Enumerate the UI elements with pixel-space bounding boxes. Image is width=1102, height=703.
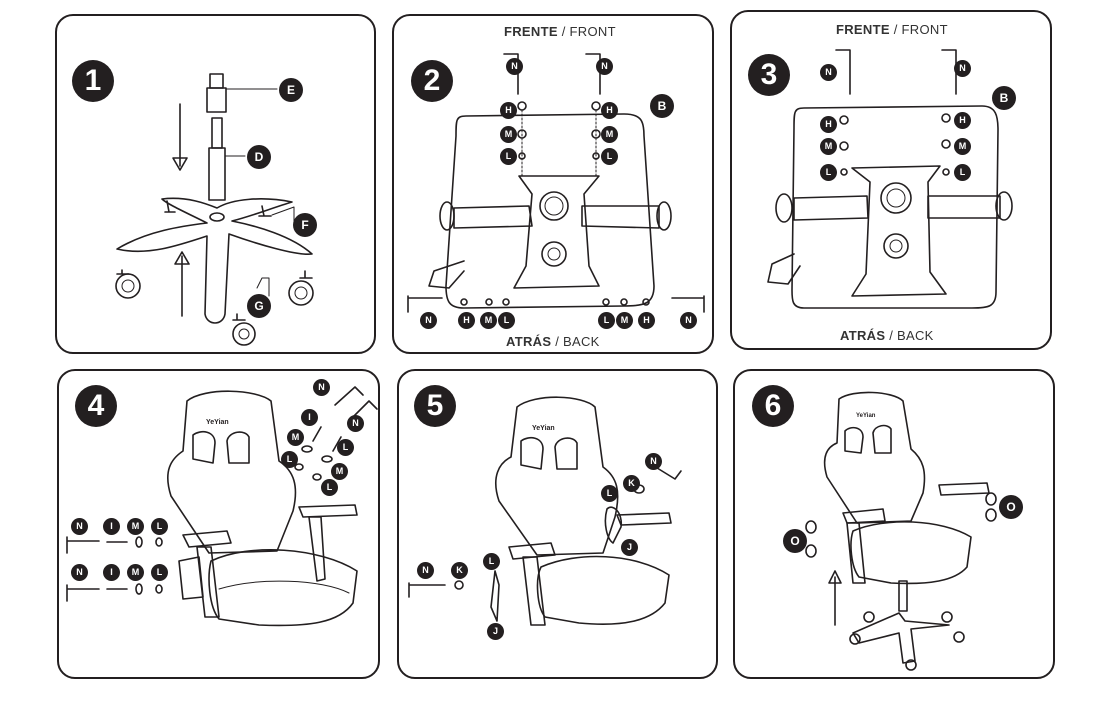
caption-front: FRENTE / FRONT — [504, 24, 616, 39]
seat-mechanism-front-illustration — [407, 53, 705, 313]
part-label-d: D — [247, 145, 271, 169]
panel-step-1: 1 E D F G — [55, 14, 376, 354]
panel-step-3: 3 FRENTE / FRONT ATRÁS / BACK N N B H H … — [730, 10, 1052, 350]
part-label-l: L — [337, 439, 354, 456]
part-label-l: L — [820, 164, 837, 181]
backrest-attachment-illustration — [66, 386, 378, 627]
part-label-l: L — [954, 164, 971, 181]
part-label-n: N — [420, 312, 437, 329]
caption-back: ATRÁS / BACK — [840, 328, 934, 343]
part-label-l: L — [598, 312, 615, 329]
part-label-h: H — [601, 102, 618, 119]
part-label-h: H — [820, 116, 837, 133]
part-label-n: N — [820, 64, 837, 81]
part-label-n: N — [680, 312, 697, 329]
brand-logo: YeYian — [532, 425, 555, 432]
part-label-n: N — [596, 58, 613, 75]
part-label-h: H — [638, 312, 655, 329]
part-label-n: N — [645, 453, 662, 470]
brand-logo: YeYian — [856, 413, 876, 419]
panel-step-2: 2 FRENTE / FRONT ATRÁS / BACK N N B — [392, 14, 714, 354]
part-label-l: L — [321, 479, 338, 496]
part-label-e: E — [279, 78, 303, 102]
part-label-l: L — [498, 312, 515, 329]
final-assembly-illustration — [805, 391, 997, 671]
base-assembly-illustration — [115, 73, 314, 346]
part-label-n: N — [71, 564, 88, 581]
part-label-n: N — [506, 58, 523, 75]
caption-front: FRENTE / FRONT — [836, 22, 948, 37]
part-label-i: I — [301, 409, 318, 426]
part-label-m: M — [127, 518, 144, 535]
part-label-l: L — [151, 518, 168, 535]
step-number-4: 4 — [75, 385, 117, 427]
part-label-n: N — [71, 518, 88, 535]
part-label-m: M — [287, 429, 304, 446]
part-label-n: N — [347, 415, 364, 432]
part-label-b: B — [992, 86, 1016, 110]
part-label-l: L — [151, 564, 168, 581]
brand-logo: YeYian — [206, 419, 229, 426]
part-label-j: J — [487, 623, 504, 640]
part-label-f: F — [293, 213, 317, 237]
part-label-m: M — [954, 138, 971, 155]
part-label-n: N — [313, 379, 330, 396]
step-number-6: 6 — [752, 385, 794, 427]
part-label-h: H — [458, 312, 475, 329]
part-label-n: N — [954, 60, 971, 77]
panel-step-5: 5 N K L J N K L J YeYian — [397, 369, 718, 679]
part-label-b: B — [650, 94, 674, 118]
part-label-k: K — [451, 562, 468, 579]
part-label-o: O — [783, 529, 807, 553]
armrest-lever-illustration — [408, 396, 682, 626]
step-number-2: 2 — [411, 60, 453, 102]
step-number-1: 1 — [72, 60, 114, 102]
panel-step-6: 6 O O YeYian — [733, 369, 1055, 679]
part-label-h: H — [500, 102, 517, 119]
part-label-l: L — [500, 148, 517, 165]
part-label-o: O — [999, 495, 1023, 519]
part-label-l: L — [281, 451, 298, 468]
part-label-m: M — [820, 138, 837, 155]
part-label-i: I — [103, 518, 120, 535]
caption-back: ATRÁS / BACK — [506, 334, 600, 349]
part-label-m: M — [480, 312, 497, 329]
seat-mechanism-installed-illustration — [767, 49, 1013, 309]
part-label-k: K — [623, 475, 640, 492]
part-label-g: G — [247, 294, 271, 318]
part-label-l: L — [601, 485, 618, 502]
part-label-m: M — [331, 463, 348, 480]
part-label-m: M — [616, 312, 633, 329]
step-number-3: 3 — [748, 54, 790, 96]
panel-step-4: 4 N I M L N I M L N N I L M — [57, 369, 380, 679]
part-label-m: M — [500, 126, 517, 143]
part-label-n: N — [417, 562, 434, 579]
part-label-h: H — [954, 112, 971, 129]
part-label-l: L — [601, 148, 618, 165]
part-label-m: M — [601, 126, 618, 143]
part-label-j: J — [621, 539, 638, 556]
part-label-m: M — [127, 564, 144, 581]
part-label-i: I — [103, 564, 120, 581]
step-number-5: 5 — [414, 385, 456, 427]
part-label-l: L — [483, 553, 500, 570]
